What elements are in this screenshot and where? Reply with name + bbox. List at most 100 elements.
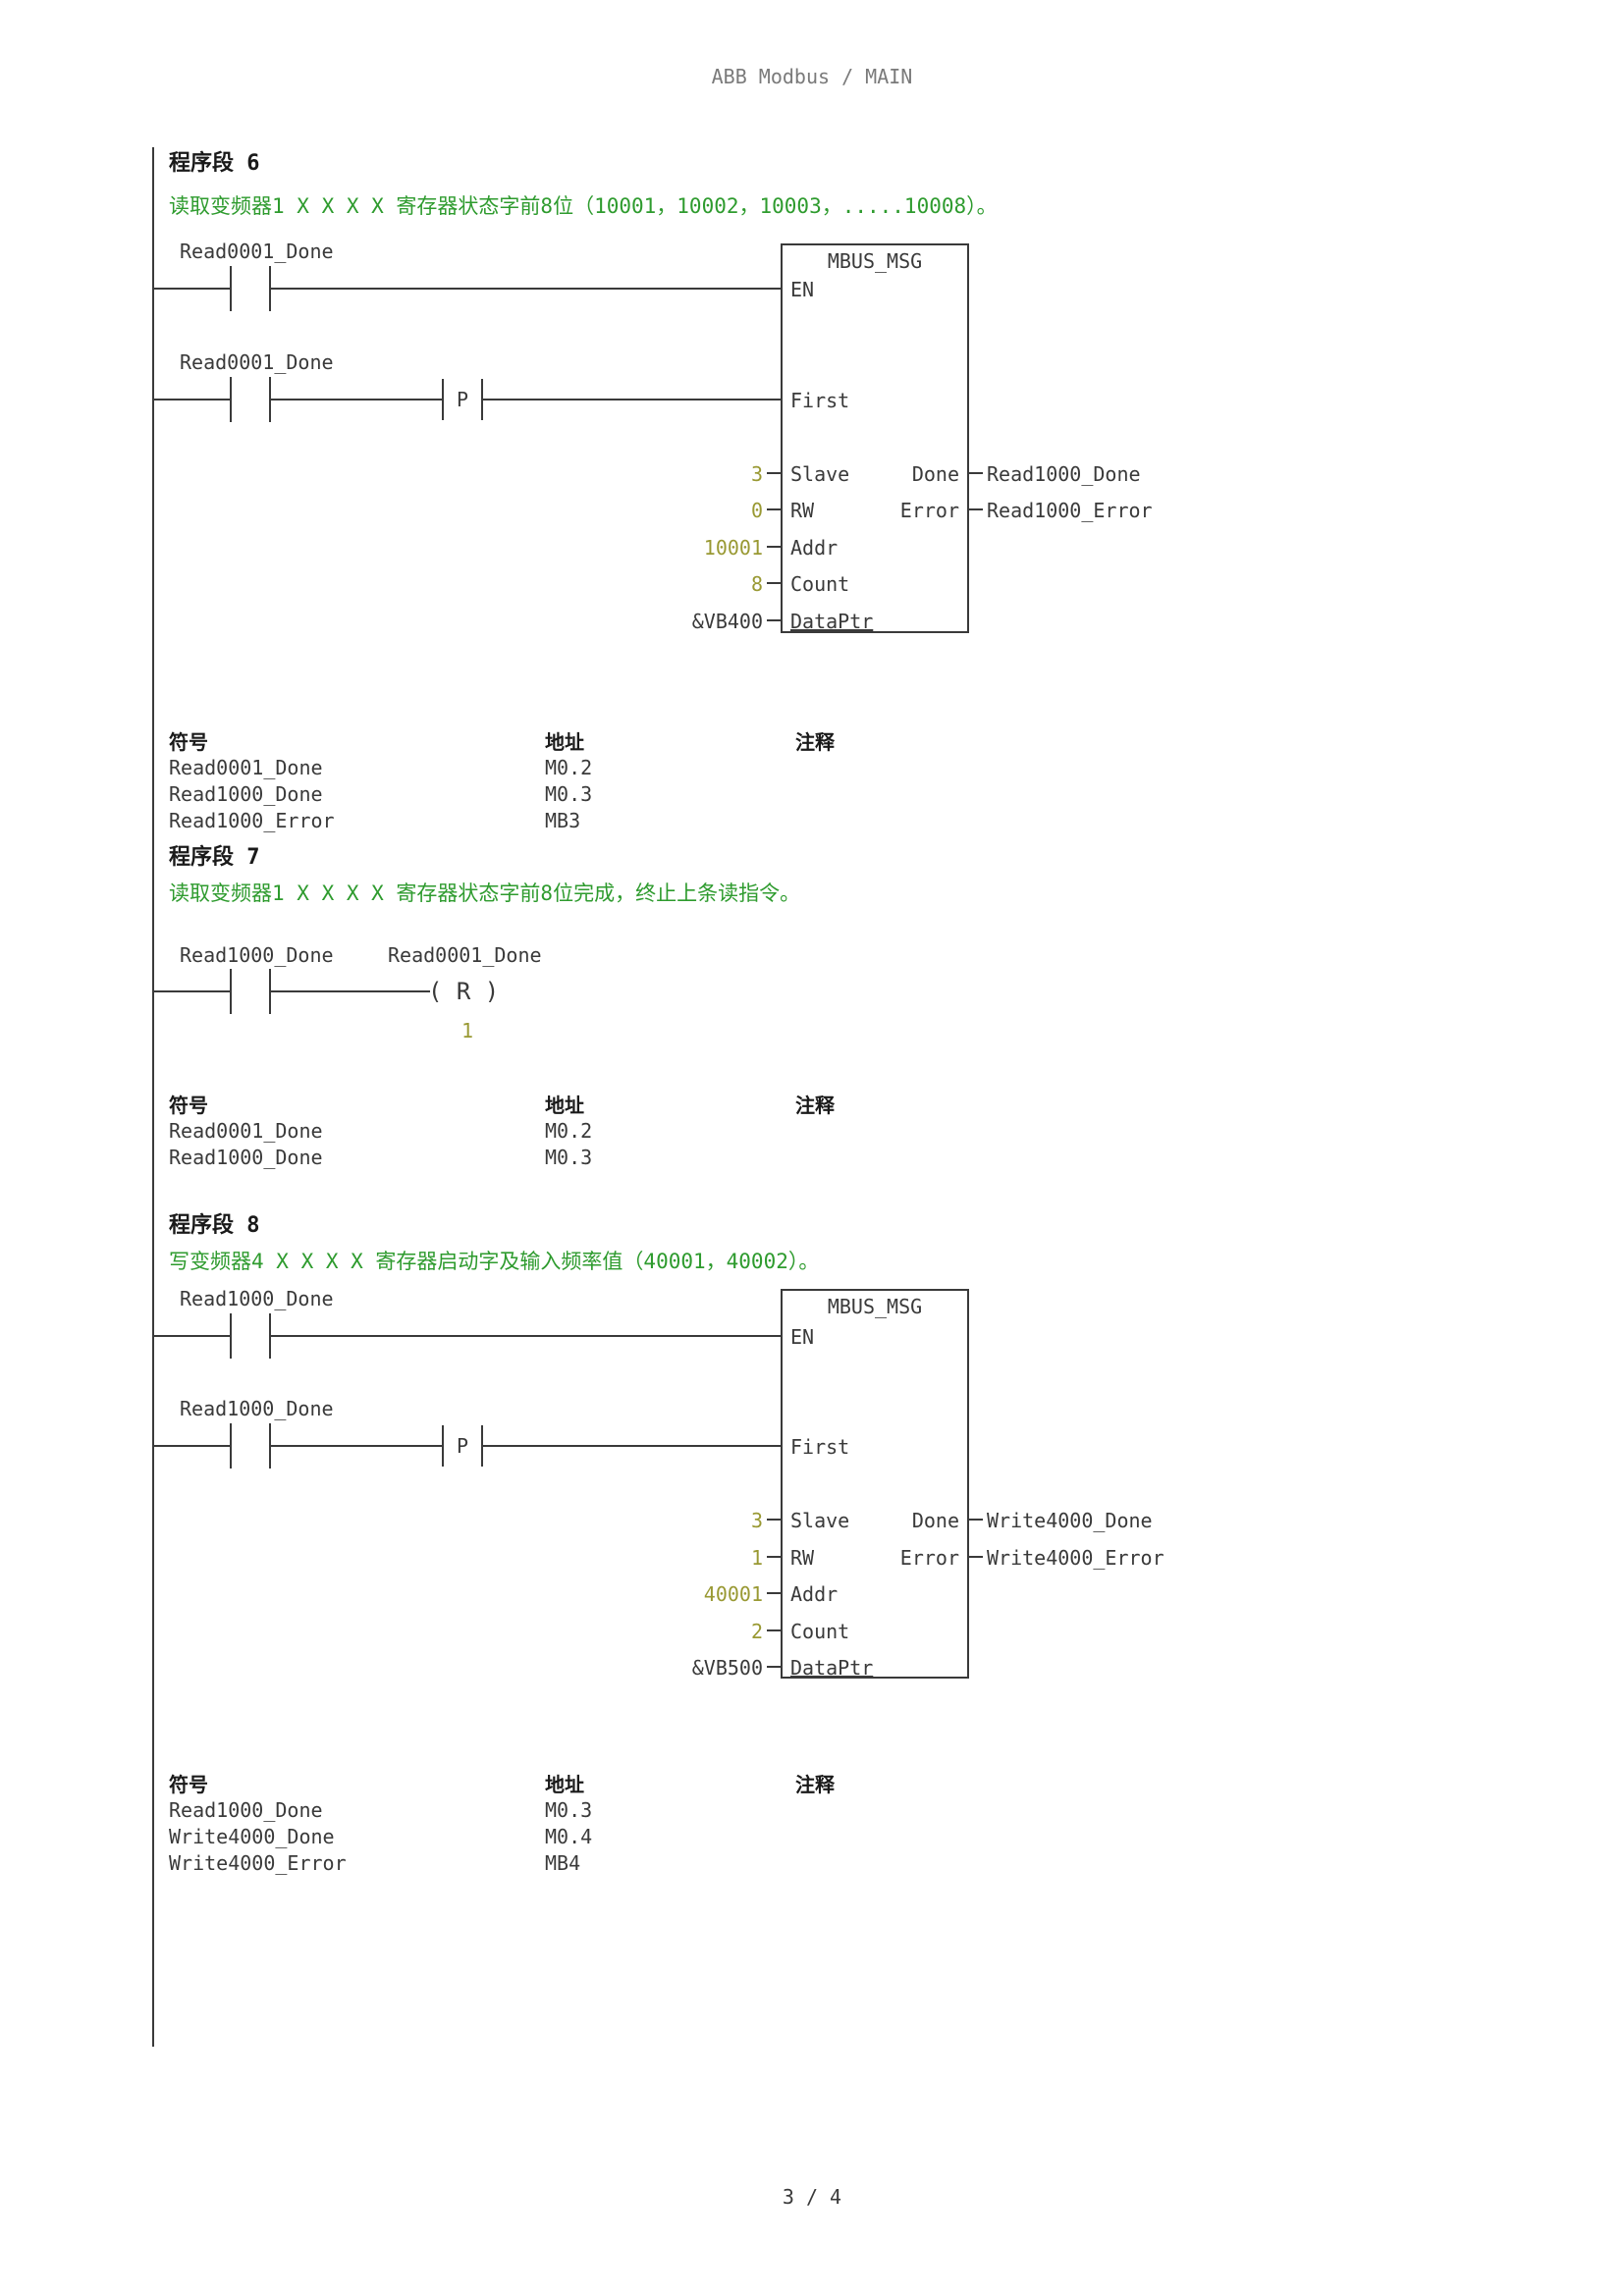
power-rail [152, 147, 154, 2047]
contact-bar [230, 266, 232, 311]
coil-label: Read0001_Done [388, 943, 542, 967]
pin-rw: RW [790, 499, 815, 522]
symbol-name: Read1000_Done [169, 782, 323, 806]
edge-detector-label: P [456, 1434, 469, 1458]
pin-first: First [790, 389, 850, 412]
param-dataptr-value: &VB400 [691, 610, 763, 633]
output-symbol: Read1000_Done [987, 462, 1141, 486]
edge-detector-label: P [456, 388, 469, 411]
output-symbol: Read1000_Error [987, 499, 1153, 522]
contact-bar [269, 1313, 271, 1359]
contact-bar [269, 969, 271, 1014]
pin-error: Error [899, 499, 959, 522]
symbol-name: Read0001_Done [169, 756, 323, 779]
pin-slave: Slave [790, 1509, 850, 1532]
network-comment: 读取变频器1 X X X X 寄存器状态字前8位（10001，10002，100… [169, 194, 998, 218]
wire-stub [767, 619, 781, 621]
wire-stub [969, 1556, 983, 1558]
block-title: MBUS_MSG [827, 249, 923, 273]
param-slave-value: 3 [750, 1509, 763, 1532]
reset-coil: ( R ) [428, 978, 500, 1005]
wire [152, 1335, 230, 1337]
symbol-table-header-address: 地址 [545, 1094, 584, 1117]
mbus-msg-block [781, 243, 969, 633]
symbol-name: Read0001_Done [169, 1119, 323, 1143]
edge-contact-bar [442, 1425, 444, 1467]
pin-count: Count [790, 572, 850, 596]
symbol-name: Read1000_Done [169, 1798, 323, 1822]
pin-en: EN [790, 1325, 815, 1349]
param-dataptr-value: &VB500 [691, 1656, 763, 1680]
contact-bar [230, 969, 232, 1014]
symbol-address: MB3 [545, 809, 581, 832]
symbol-table-header-address: 地址 [545, 1773, 584, 1796]
wire-stub [767, 582, 781, 584]
symbol-address: M0.3 [545, 782, 593, 806]
symbol-table-header-comment: 注释 [795, 1773, 835, 1796]
symbol-table-header-symbol: 符号 [169, 1094, 208, 1117]
contact-bar [269, 377, 271, 422]
symbol-table-header-comment: 注释 [795, 730, 835, 754]
wire-stub [969, 1519, 983, 1521]
symbol-table-header-symbol: 符号 [169, 1773, 208, 1796]
network-title: 程序段 8 [169, 1213, 260, 1238]
contact-label: Read1000_Done [180, 943, 334, 967]
edge-contact-bar [481, 1425, 483, 1467]
wire-stub [767, 1519, 781, 1521]
output-symbol: Write4000_Error [987, 1546, 1164, 1570]
pin-en: EN [790, 278, 815, 301]
pin-done: Done [911, 462, 959, 486]
wire-stub [767, 1556, 781, 1558]
network-title: 程序段 7 [169, 845, 260, 870]
network-comment: 读取变频器1 X X X X 寄存器状态字前8位完成，终止上条读指令。 [169, 881, 801, 905]
symbol-address: MB4 [545, 1851, 581, 1875]
wire [271, 399, 442, 400]
mbus-msg-block [781, 1289, 969, 1679]
wire-stub [767, 1629, 781, 1631]
pin-addr: Addr [790, 536, 839, 560]
symbol-address: M0.2 [545, 756, 593, 779]
pin-error: Error [899, 1546, 959, 1570]
contact-label: Read0001_Done [180, 350, 334, 374]
param-rw-value: 0 [750, 499, 763, 522]
wire-stub [767, 1666, 781, 1668]
symbol-table-header-comment: 注释 [795, 1094, 835, 1117]
wire [271, 990, 430, 992]
symbol-table-header-symbol: 符号 [169, 730, 208, 754]
contact-bar [230, 1313, 232, 1359]
wire [483, 1445, 781, 1447]
network-title: 程序段 6 [169, 151, 260, 176]
contact-bar [269, 266, 271, 311]
contact-bar [230, 1423, 232, 1468]
param-count-value: 2 [750, 1620, 763, 1643]
param-addr-value: 40001 [703, 1582, 763, 1606]
symbol-name: Write4000_Done [169, 1825, 335, 1848]
edge-contact-bar [481, 379, 483, 420]
wire [271, 1445, 442, 1447]
wire-stub [767, 508, 781, 510]
symbol-address: M0.2 [545, 1119, 593, 1143]
symbol-table-header-address: 地址 [545, 730, 584, 754]
contact-label: Read0001_Done [180, 240, 334, 263]
wire [152, 990, 230, 992]
edge-contact-bar [442, 379, 444, 420]
symbol-address: M0.3 [545, 1146, 593, 1169]
pin-dataptr: DataPtr [790, 1656, 874, 1680]
symbol-address: M0.4 [545, 1825, 593, 1848]
wire [483, 399, 781, 400]
contact-label: Read1000_Done [180, 1397, 334, 1420]
wire-stub [969, 508, 983, 510]
output-symbol: Write4000_Done [987, 1509, 1153, 1532]
coil-operand: 1 [460, 1019, 474, 1042]
pin-dataptr: DataPtr [790, 610, 874, 633]
wire [152, 1445, 230, 1447]
symbol-name: Read1000_Done [169, 1146, 323, 1169]
pin-first: First [790, 1435, 850, 1459]
wire [152, 399, 230, 400]
wire [271, 288, 781, 290]
symbol-name: Write4000_Error [169, 1851, 347, 1875]
param-addr-value: 10001 [703, 536, 763, 560]
page-footer: 3 / 4 [782, 2185, 842, 2209]
pin-done: Done [911, 1509, 959, 1532]
param-count-value: 8 [750, 572, 763, 596]
